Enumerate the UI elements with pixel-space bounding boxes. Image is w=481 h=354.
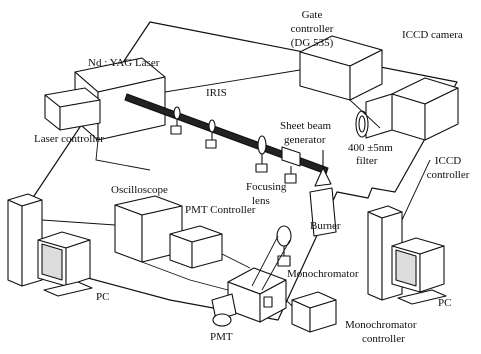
laser-controller-label: Laser controller <box>34 133 104 145</box>
iris-label: IRIS <box>206 87 227 99</box>
iccd-controller-label-2: controller <box>427 169 470 181</box>
iccd-camera-label: ICCD camera <box>402 29 463 41</box>
pmt-label: PMT <box>210 331 233 343</box>
pc-right-label: PC <box>438 297 451 309</box>
pc-right <box>368 206 446 304</box>
mono-controller-label-1: Monochromator <box>345 319 417 331</box>
gate-controller-label-1: Gate <box>302 9 323 21</box>
laser-label: Nd : YAG Laser <box>88 57 160 69</box>
pmt-detector <box>212 294 236 326</box>
monochromator-label: Monochromator <box>287 268 359 280</box>
sheet-beam-generator <box>282 147 300 183</box>
filter-label-2: filter <box>356 155 378 167</box>
sheet-beam-label-2: generator <box>284 134 326 146</box>
focusing-lens <box>256 136 267 172</box>
focusing-lens-label-2: lens <box>252 195 270 207</box>
focusing-lens-label-1: Focusing <box>246 181 287 193</box>
iccd-controller-label-1: ICCD <box>435 155 461 167</box>
pc-left-label: PC <box>96 291 109 303</box>
pmt-controller-label: PMT Controller <box>185 204 256 216</box>
filter-label-1: 400 ±5nm <box>348 142 393 154</box>
pc-left <box>8 194 92 296</box>
oscilloscope-label: Oscilloscope <box>111 184 168 196</box>
pmt-controller-box <box>170 226 222 268</box>
laser-controller-box <box>45 88 100 130</box>
monochromator-controller-box <box>292 292 336 332</box>
sheet-beam-label-1: Sheet beam <box>280 120 331 132</box>
gate-controller-label-2: controller <box>291 23 334 35</box>
burner-label: Burner <box>310 220 341 232</box>
mono-controller-label-2: controller <box>362 333 405 345</box>
iccd-camera <box>366 78 458 140</box>
gate-controller-label-3: (DG 535) <box>291 37 334 49</box>
